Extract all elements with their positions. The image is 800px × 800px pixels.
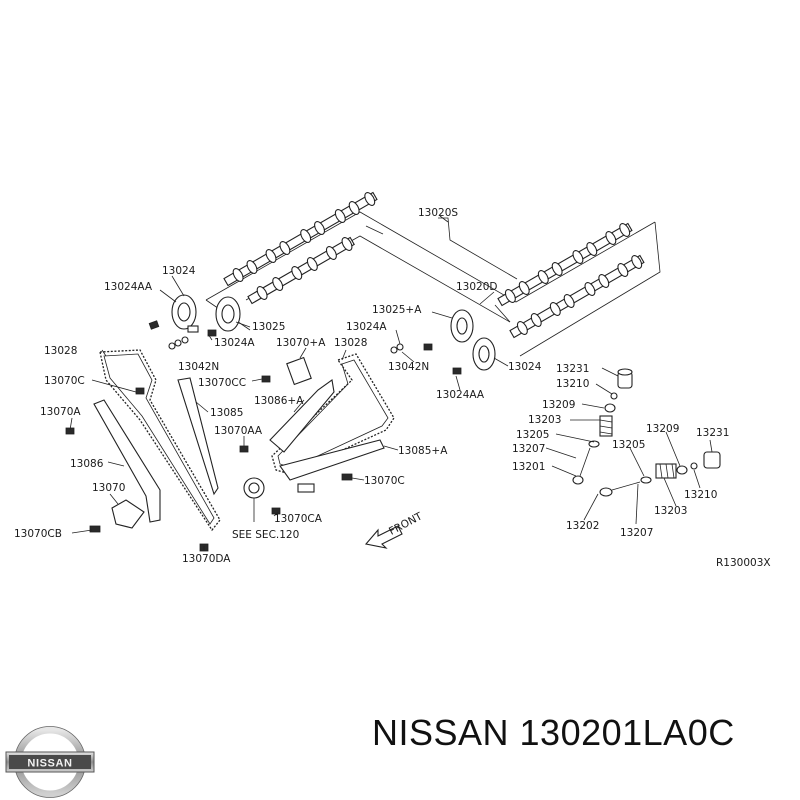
left-chain-guides: [65, 356, 312, 552]
left-cam-sprockets: [148, 294, 241, 350]
label-13070c: 13070C: [44, 375, 85, 387]
nissan-logo-text: NISSAN: [27, 758, 72, 770]
label-13024: 13024: [162, 265, 196, 277]
right-camshaft-pair: [497, 222, 645, 339]
label-13085-plus-a: 13085+A: [398, 445, 448, 457]
part-number-labels: 13020S 13024 13024AA 13025 13024A 13042N…: [14, 207, 771, 569]
label-13202: 13202: [566, 520, 599, 532]
label-13020d: 13020D: [456, 281, 498, 293]
label-13205-lower: 13205: [612, 439, 645, 451]
part-number-title: NISSAN 130201LA0C: [372, 712, 735, 753]
label-13070aa: 13070AA: [214, 425, 263, 437]
valve-train-upper: [572, 368, 633, 485]
leader-lines: [69, 215, 713, 550]
label-13086-plus-a: 13086+A: [254, 395, 304, 407]
label-13024a-right: 13024A: [346, 321, 387, 333]
right-cam-sprockets: [390, 309, 496, 375]
label-13203: 13203: [528, 414, 561, 426]
label-13070c-right: 13070C: [364, 475, 405, 487]
valve-train-lower: [599, 451, 721, 497]
label-13024aa-right: 13024AA: [436, 389, 485, 401]
label-13086: 13086: [70, 458, 104, 470]
label-13028: 13028: [44, 345, 77, 357]
label-13070: 13070: [92, 482, 125, 494]
label-13024-right: 13024: [508, 361, 542, 373]
label-13070-plus-a: 13070+A: [276, 337, 326, 349]
label-13210-lower: 13210: [684, 489, 717, 501]
label-13028-right: 13028: [334, 337, 367, 349]
label-front: FRONT: [387, 510, 425, 538]
label-13205: 13205: [516, 429, 549, 441]
right-chain-guides: [269, 379, 385, 493]
label-13231-lower: 13231: [696, 427, 729, 439]
label-13207: 13207: [512, 443, 545, 455]
label-13070cc: 13070CC: [198, 377, 246, 389]
label-13070ca: 13070CA: [274, 513, 323, 525]
nissan-logo: NISSAN: [5, 726, 95, 798]
label-13085: 13085: [210, 407, 243, 419]
label-see-sec120: SEE SEC.120: [232, 529, 299, 541]
label-13042n: 13042N: [178, 361, 219, 373]
label-13024aa: 13024AA: [104, 281, 153, 293]
label-13203-lower: 13203: [654, 505, 687, 517]
label-13042n-right: 13042N: [388, 361, 429, 373]
label-13070da: 13070DA: [182, 553, 231, 565]
label-13207-lower: 13207: [620, 527, 653, 539]
left-camshaft-pair: [223, 191, 378, 305]
diagram-code: R130003X: [716, 557, 771, 569]
front-direction-arrow: [364, 525, 403, 549]
label-13210: 13210: [556, 378, 589, 390]
label-13025: 13025: [252, 321, 285, 333]
label-13070cb: 13070CB: [14, 528, 62, 540]
label-13025-plus-a: 13025+A: [372, 304, 422, 316]
label-13209: 13209: [542, 399, 575, 411]
label-13070a: 13070A: [40, 406, 81, 418]
label-13209-lower: 13209: [646, 423, 679, 435]
label-13020s: 13020S: [418, 207, 458, 219]
left-timing-chain: [99, 349, 221, 532]
label-13231: 13231: [556, 363, 589, 375]
label-13024a: 13024A: [214, 337, 255, 349]
label-13201: 13201: [512, 461, 545, 473]
